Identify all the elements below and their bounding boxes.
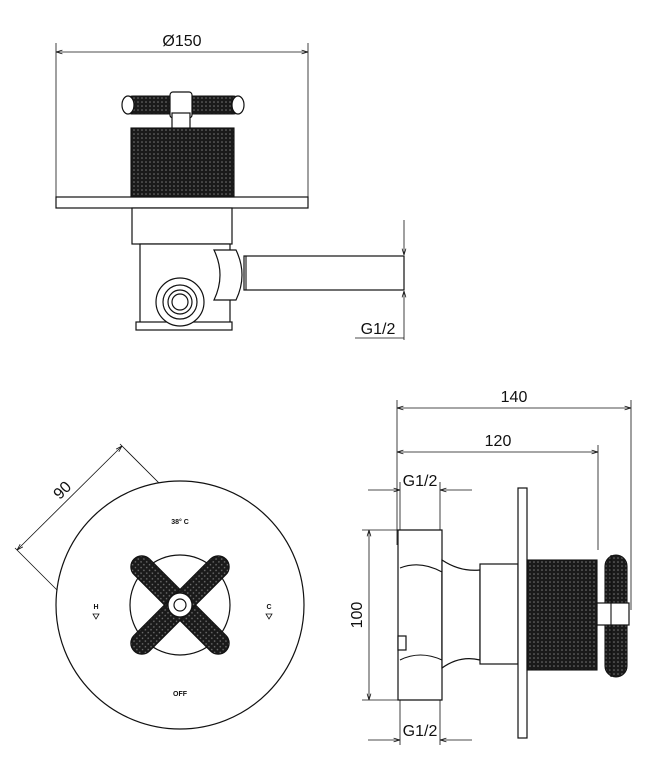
body-depth-label: 120 xyxy=(485,433,512,450)
dial-mark-top: 38° C xyxy=(171,518,189,526)
body-height-label: 100 xyxy=(349,602,366,629)
dial-mark-right: C xyxy=(266,604,271,611)
handle-cross xyxy=(121,91,245,130)
plate-size-label: 90 xyxy=(51,478,76,503)
side-knurled-sleeve xyxy=(526,559,598,671)
flange-plate xyxy=(55,196,309,209)
front-view: 90 38° C H C OFF xyxy=(14,443,305,730)
inlet-bottom-label: G1/2 xyxy=(403,723,438,740)
side-flange xyxy=(517,487,528,739)
side-view: 140 120 G1/2 100 xyxy=(349,389,632,745)
valve-collar xyxy=(131,207,233,245)
dial-mark-left: H xyxy=(93,604,98,611)
inlet-thread-label: G1/2 xyxy=(361,321,396,338)
dial-mark-bottom: OFF xyxy=(173,691,188,698)
inlet-pipe xyxy=(243,255,405,291)
side-body xyxy=(397,529,443,701)
flange-diameter-label: Ø150 xyxy=(162,33,201,50)
cross-handle xyxy=(130,555,230,655)
inlet-top-label: G1/2 xyxy=(403,473,438,490)
bottom-port xyxy=(155,277,205,327)
knurled-sleeve xyxy=(130,127,235,198)
top-view: Ø150 G1/2 xyxy=(55,33,405,340)
overall-depth-label: 140 xyxy=(501,389,528,406)
